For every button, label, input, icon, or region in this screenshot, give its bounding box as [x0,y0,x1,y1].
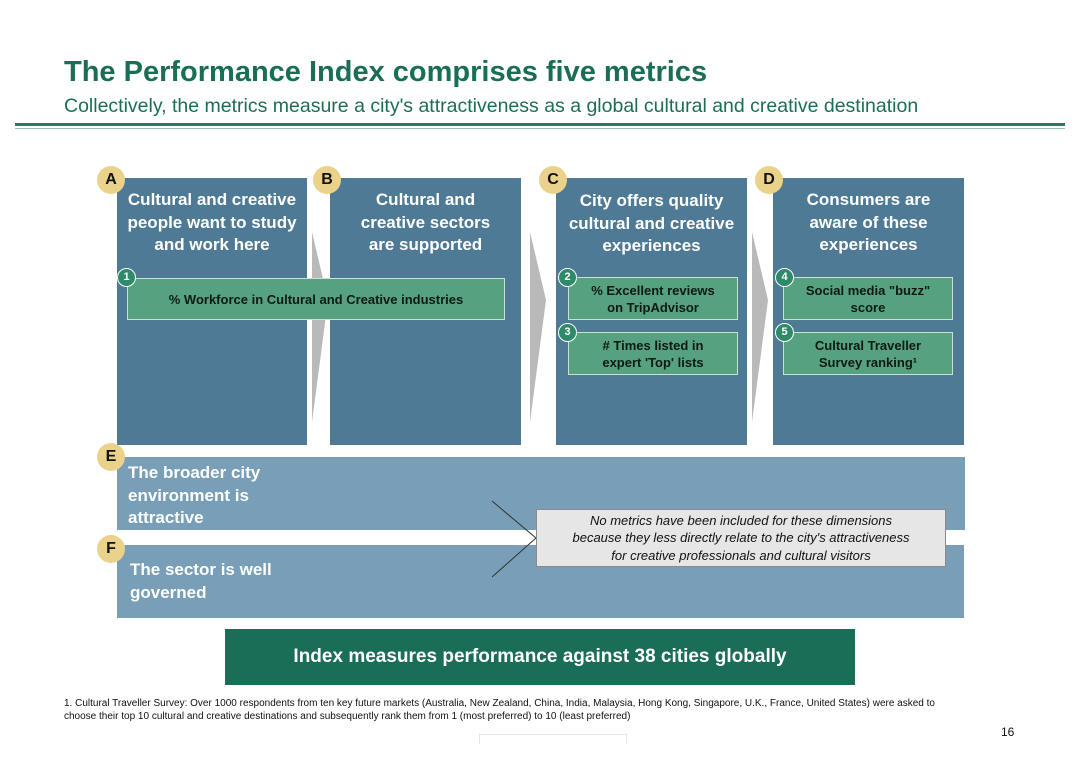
badge-f: F [97,535,125,563]
badge-e: E [97,443,125,471]
metric-2-box: % Excellent reviews on TripAdvisor [568,277,738,320]
badge-a: A [97,166,125,194]
footer-decoration [479,734,627,744]
metric-5-number: 5 [775,323,794,342]
badge-d: D [755,166,783,194]
badge-c: C [539,166,567,194]
header-rule-thin [15,128,1065,129]
column-c-title: City offers quality cultural and creativ… [568,191,735,255]
column-d-title: Consumers are aware of these experiences [806,190,931,254]
band-f-text: The sector is well governed [130,560,272,602]
connector-e [491,500,537,539]
header-rule [15,123,1065,126]
metric-5-box: Cultural Traveller Survey ranking¹ [783,332,953,375]
metric-4-number: 4 [775,268,794,287]
arrow-b-c [530,232,546,422]
metric-3-number: 3 [558,323,577,342]
page-number: 16 [1001,725,1015,739]
summary-banner: Index measures performance against 38 ci… [225,629,855,685]
band-e-text: The broader city environment is attracti… [128,463,261,527]
metric-2-number: 2 [558,268,577,287]
metric-1-box: % Workforce in Cultural and Creative ind… [127,278,505,320]
connector-f [491,537,537,578]
footnote: 1. Cultural Traveller Survey: Over 1000 … [64,698,935,722]
column-a-title: Cultural and creative people want to stu… [127,190,297,254]
note-box: No metrics have been included for these … [536,509,946,567]
metric-4-box: Social media "buzz" score [783,277,953,320]
metric-3-box: # Times listed in expert 'Top' lists [568,332,738,375]
badge-b: B [313,166,341,194]
column-b-title: Cultural and creative sectors are suppor… [360,190,491,254]
slide-subtitle: Collectively, the metrics measure a city… [64,95,919,117]
slide-title: The Performance Index comprises five met… [64,56,708,88]
arrow-c-d [752,232,768,422]
metric-1-number: 1 [117,268,136,287]
